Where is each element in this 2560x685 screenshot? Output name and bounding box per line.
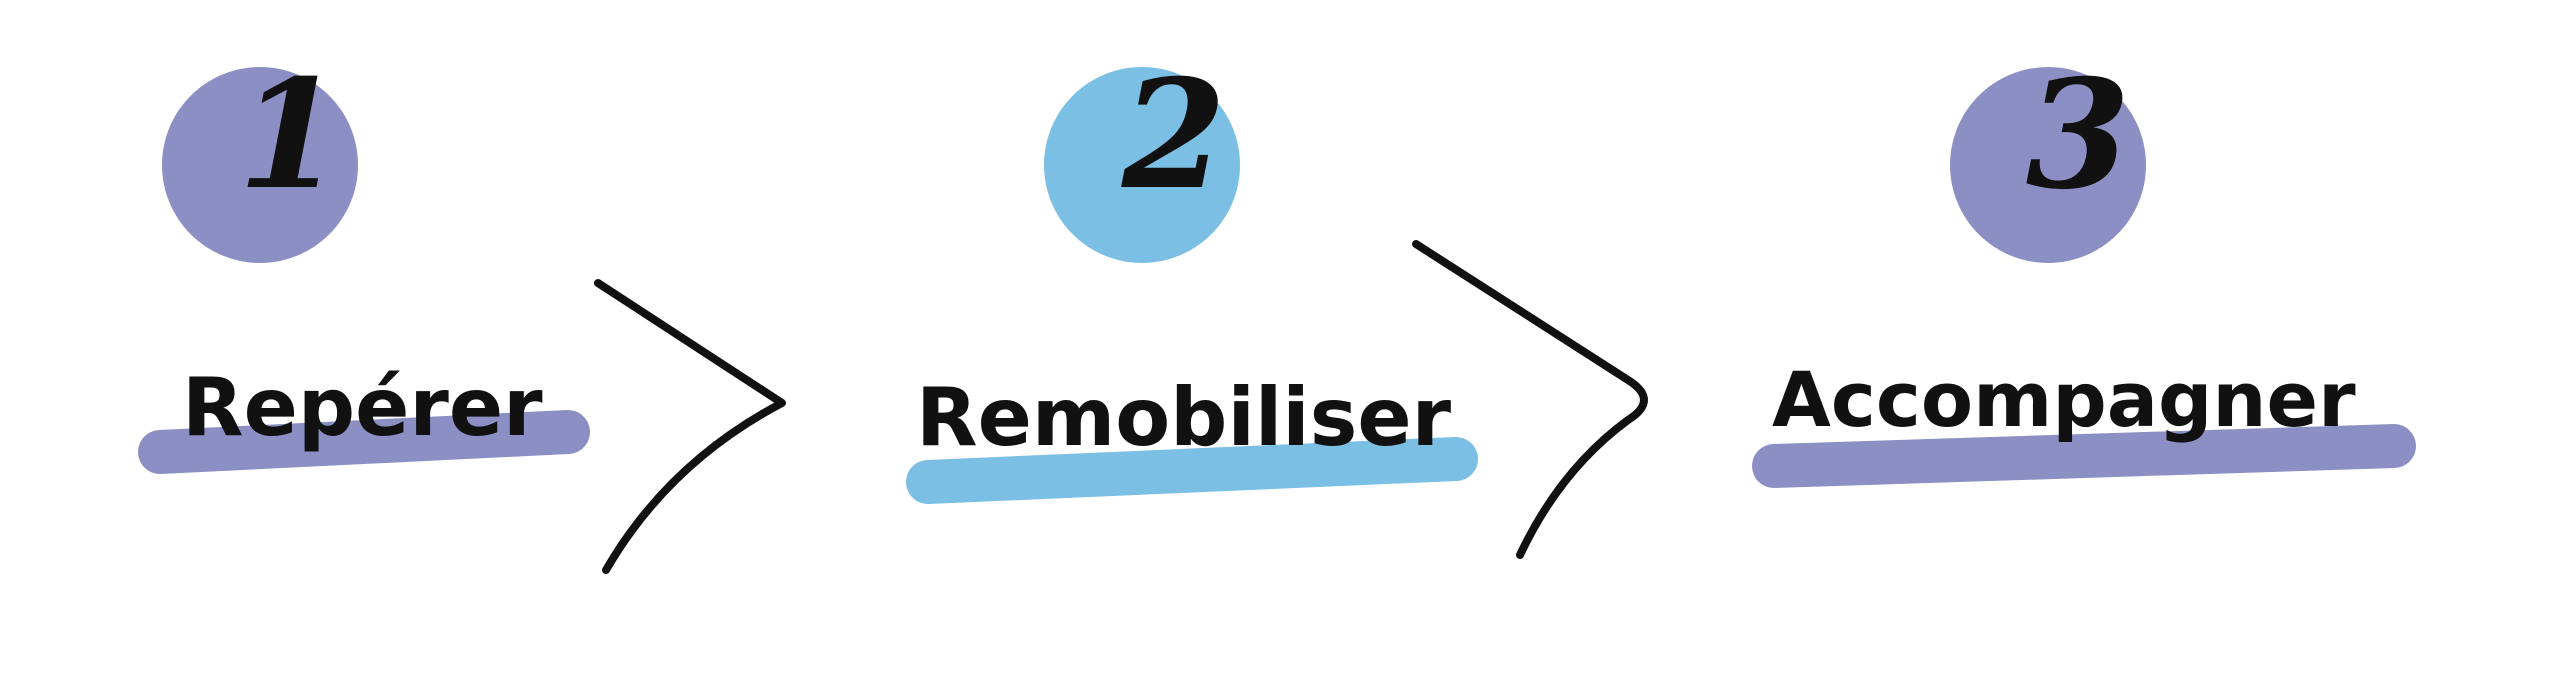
step-1-label: Repérer [182,361,543,454]
step-1-underline [138,410,590,474]
step-2-number: 2 [1121,47,1227,223]
step-2-underline [906,437,1478,504]
step-1-number: 1 [237,47,343,223]
step-3-number: 3 [2025,47,2131,223]
step-1-circle [162,67,358,263]
step-3-label: Accompagner [1772,355,2356,444]
step-2-circle [1044,67,1240,263]
step-2-label: Remobiliser [916,371,1452,464]
step-3-underline [1752,424,2416,488]
chevron-right-icon [594,279,786,574]
step-3-circle [1950,67,2146,263]
chevron-right-icon [1412,240,1648,559]
